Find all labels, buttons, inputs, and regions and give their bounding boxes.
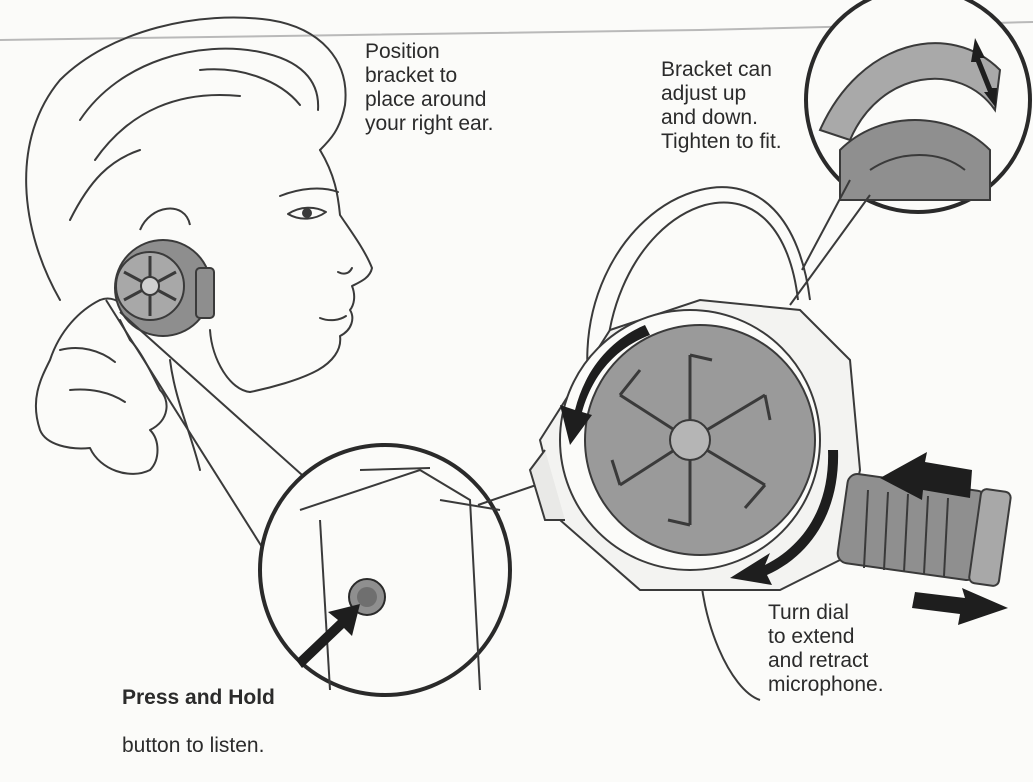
eye-pupil xyxy=(303,209,311,217)
hair-strand xyxy=(200,69,300,105)
caption-position-bracket: Position bracket to place around your ri… xyxy=(365,40,493,136)
mouth xyxy=(320,316,346,320)
double-arrow-icon xyxy=(912,588,1008,625)
caption-press-hold-bold: Press and Hold xyxy=(122,686,275,710)
caption-press-hold: Press and Hold button to listen. xyxy=(122,662,275,782)
button-closeup xyxy=(260,445,510,695)
eyebrow xyxy=(280,189,338,196)
hair-strand xyxy=(80,49,318,120)
neck xyxy=(210,330,250,392)
headset-on-ear xyxy=(115,209,214,336)
finger xyxy=(70,390,125,403)
finger xyxy=(60,348,115,362)
bracket-closeup xyxy=(806,0,1030,212)
woman-illustration xyxy=(26,18,372,474)
neck-back xyxy=(170,360,200,470)
caption-turn-dial: Turn dial to extend and retract micropho… xyxy=(768,601,884,697)
hair-strand xyxy=(70,150,140,220)
hair-strand xyxy=(95,95,240,160)
caption-press-hold-rest: button to listen. xyxy=(122,734,275,758)
caption-bracket-adjust: Bracket can adjust up and down. Tighten … xyxy=(661,58,782,154)
nostril xyxy=(338,268,352,274)
callout-line xyxy=(790,195,870,305)
callout-line xyxy=(120,312,330,500)
face-profile xyxy=(250,150,372,392)
